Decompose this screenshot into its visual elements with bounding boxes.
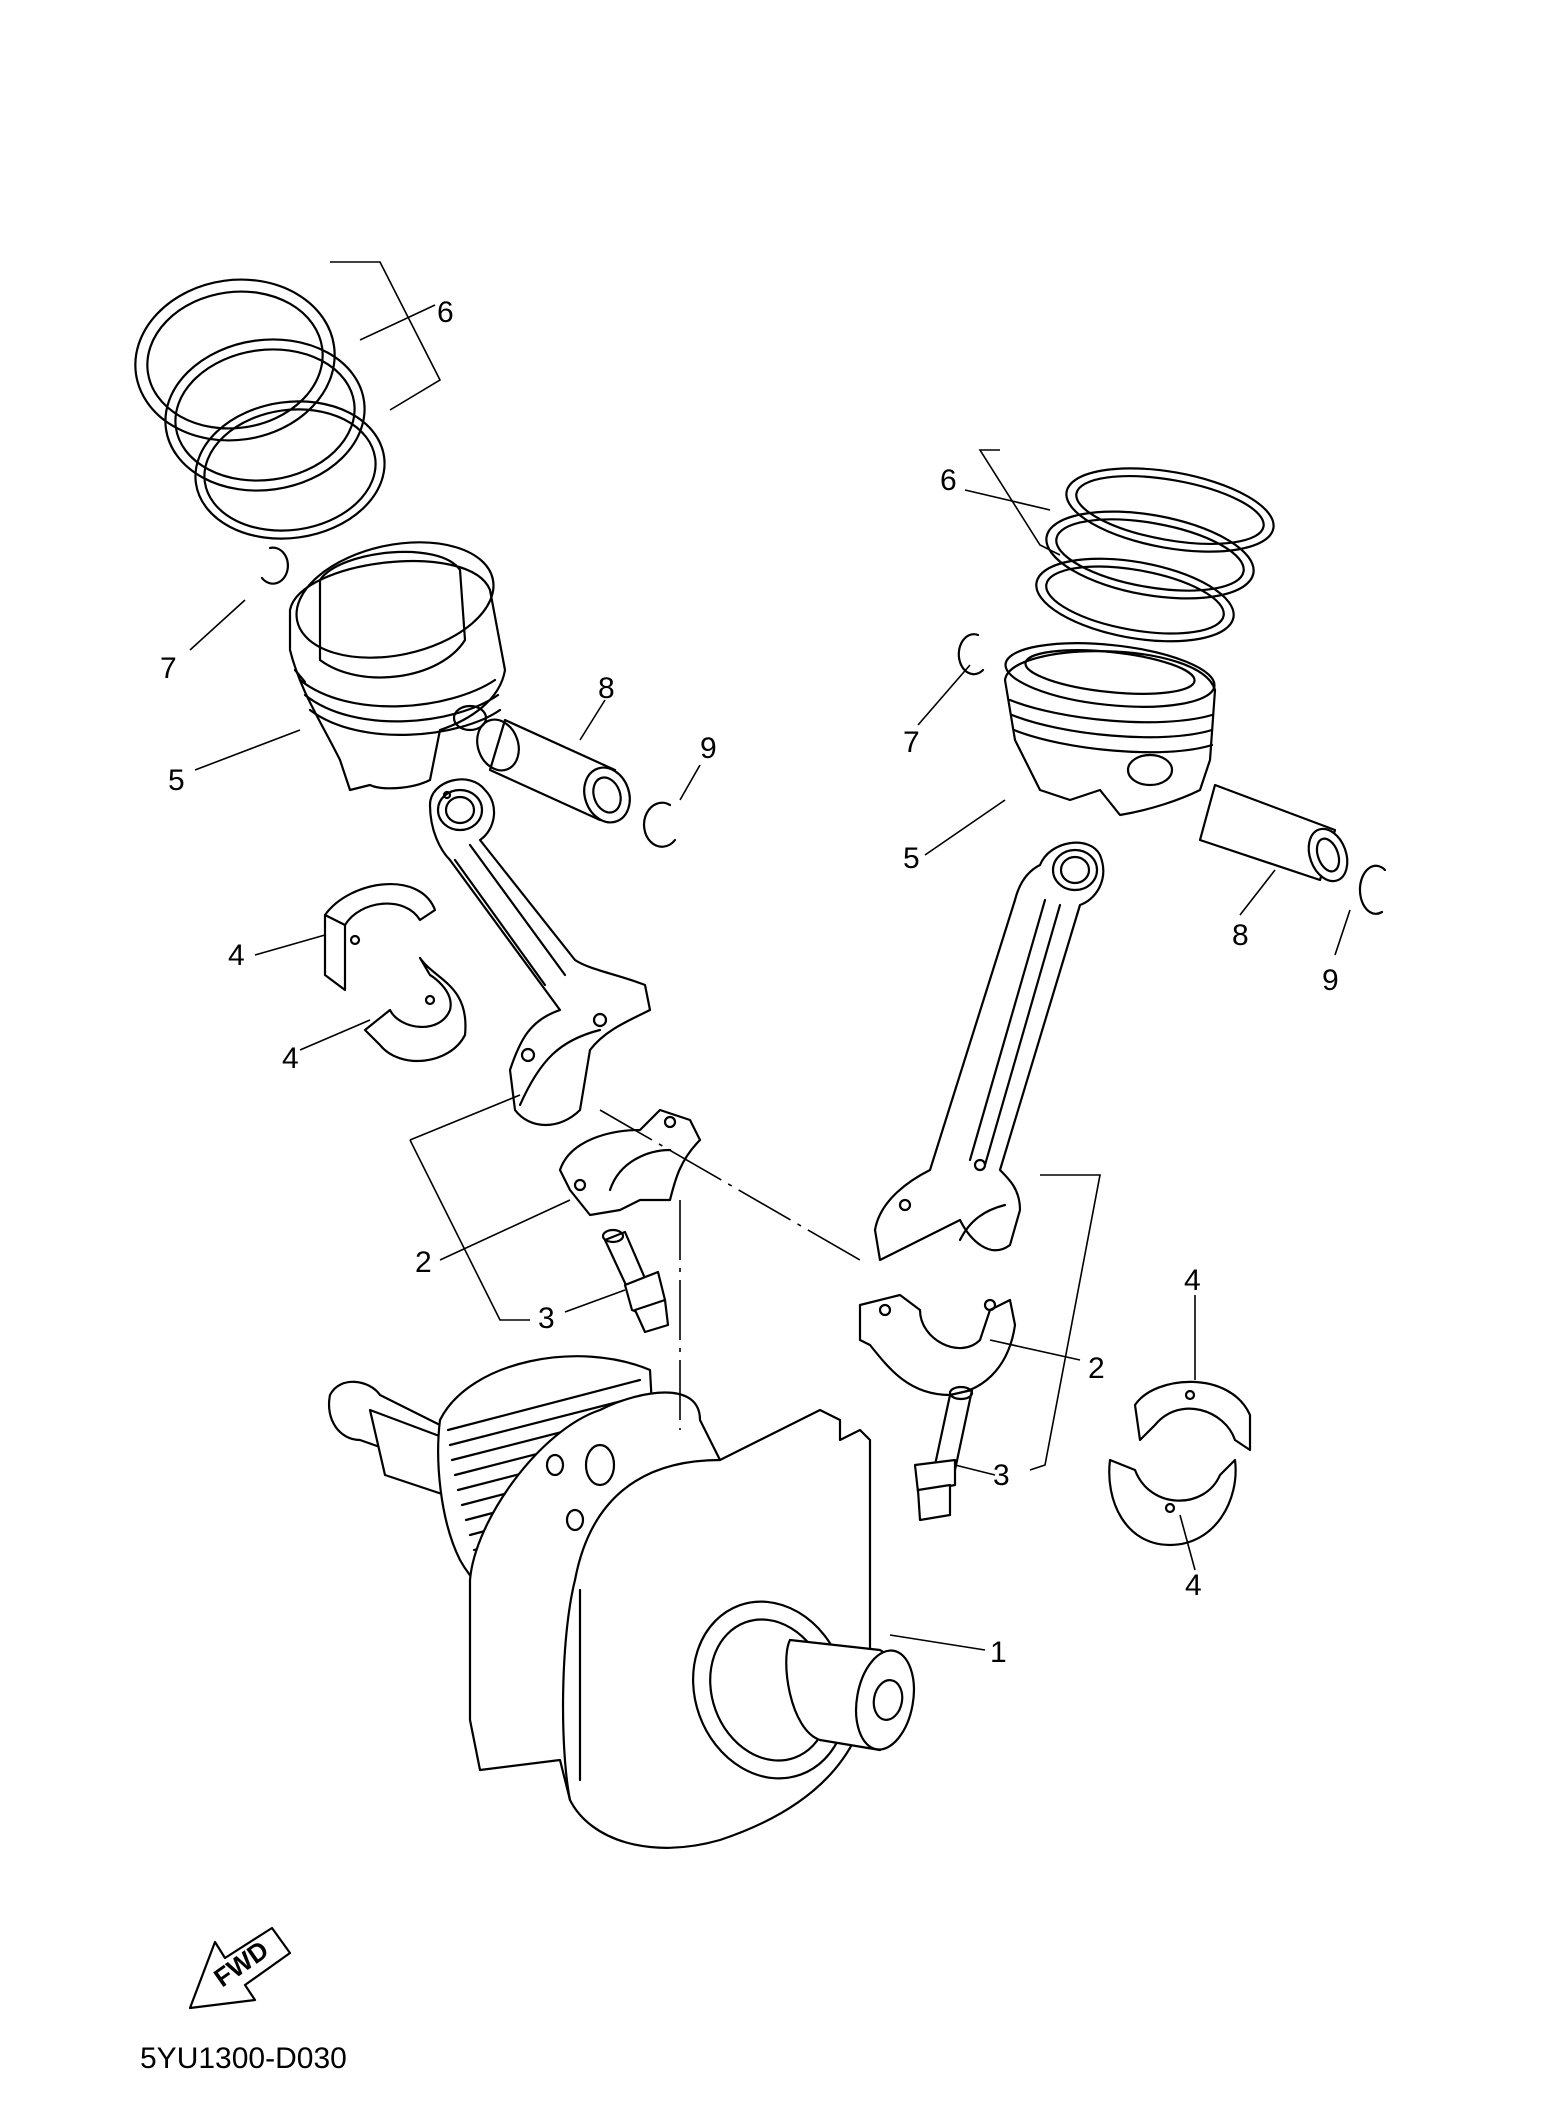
callout-9-right: 9 (1322, 964, 1339, 997)
piston-right (1003, 642, 1217, 817)
rod-cap-right (858, 1293, 1017, 1397)
callout-4-right-upper: 4 (1184, 1264, 1201, 1297)
piston-rings-right (1035, 467, 1275, 643)
rod-cap-left (558, 1108, 702, 1217)
piston-rings-left (134, 278, 386, 540)
callout-2-left: 2 (415, 1246, 432, 1279)
callout-labels: 6 7 5 8 9 4 4 2 3 6 7 5 8 9 4 2 3 4 1 (160, 296, 1339, 1669)
callout-3-right: 3 (993, 1459, 1010, 1492)
piston-pin-right (1198, 783, 1349, 883)
piston-pin-left (476, 718, 631, 824)
callout-6-right: 6 (940, 464, 957, 497)
rod-bolt-right (913, 1385, 974, 1522)
callout-5-left: 5 (168, 764, 185, 797)
connecting-rod-left (428, 778, 652, 1127)
diagram-code: 5YU1300-D030 (140, 2042, 347, 2075)
callout-7-left: 7 (160, 652, 177, 685)
center-lines (599, 1109, 861, 1430)
callout-3-left: 3 (538, 1302, 555, 1335)
callout-8-left: 8 (598, 672, 615, 705)
callout-6-left: 6 (437, 296, 454, 329)
callout-7-right: 7 (903, 726, 920, 759)
circlip-left-a (260, 546, 289, 585)
piston-left (288, 541, 507, 792)
callout-2-right: 2 (1088, 1352, 1105, 1385)
connecting-rod-right (873, 841, 1105, 1262)
callout-9-left: 9 (700, 732, 717, 765)
bearing-shells-left (323, 883, 467, 1063)
callout-1: 1 (990, 1636, 1007, 1669)
crankshaft (327, 1355, 916, 1849)
circlip-right-b (1358, 864, 1387, 915)
callout-4-right-lower: 4 (1185, 1569, 1202, 1602)
circlip-right-a (643, 801, 677, 848)
callout-5-right: 5 (903, 842, 920, 875)
callout-4-left-upper: 4 (228, 939, 245, 972)
circlip-left-b (957, 633, 985, 676)
callout-8-right: 8 (1232, 919, 1249, 952)
leader-lines (189, 261, 1351, 1651)
callout-4-left-lower: 4 (282, 1042, 299, 1075)
fwd-arrow-icon: FWD (188, 1926, 292, 2010)
bearing-shells-right (1108, 1380, 1252, 1547)
rod-bolt-left (601, 1228, 670, 1334)
